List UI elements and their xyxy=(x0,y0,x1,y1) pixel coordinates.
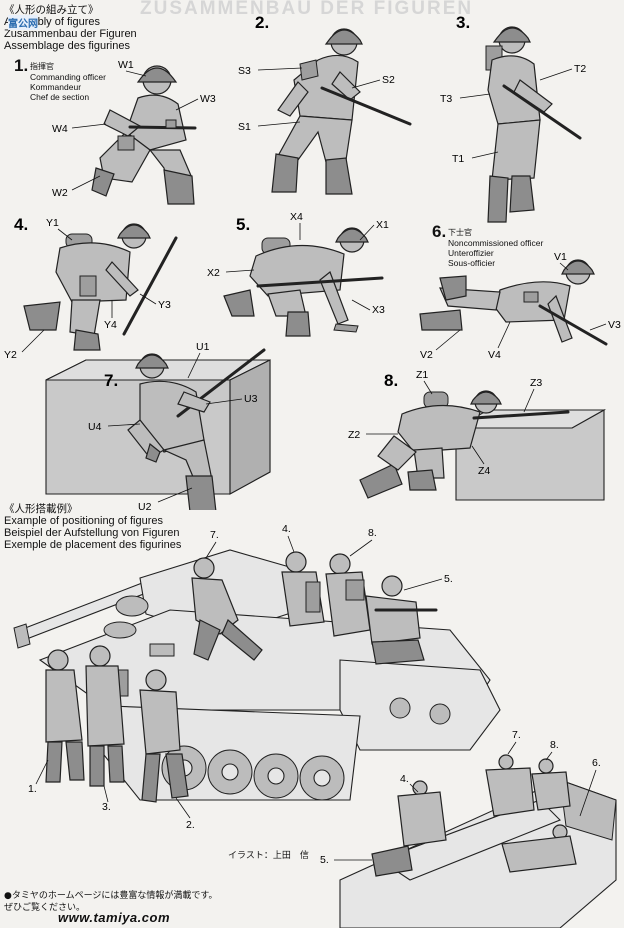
small-position-label-6: 6. xyxy=(592,757,601,769)
part-label-X1: X1 xyxy=(376,219,389,231)
illustration-credit: イラスト：上田 信 xyxy=(228,851,309,861)
position-label-3: 3. xyxy=(102,801,111,813)
part-label-U3: U3 xyxy=(244,393,258,405)
figure-8-ledge xyxy=(453,409,607,501)
figure-4-number: 4. xyxy=(14,215,28,234)
watermark: 富公网 xyxy=(8,15,38,30)
positioning-header-fr: Exemple de placement des figurines xyxy=(4,539,182,551)
figure-2-illustration xyxy=(271,28,412,195)
positioning-header-jp: 《人形搭載例》 xyxy=(4,503,78,515)
figure-6-role-fr: Sous-officier xyxy=(448,258,496,268)
figure-1-role-jp: 指揮官 xyxy=(30,62,54,71)
part-label-U2: U2 xyxy=(138,501,152,510)
part-label-V4: V4 xyxy=(488,349,501,361)
part-label-S2: S2 xyxy=(382,74,395,86)
positioning-header-en: Example of positioning of figures xyxy=(4,515,163,527)
figure-5-number: 5. xyxy=(236,215,250,234)
figure-3-illustration xyxy=(485,26,582,223)
part-label-U4: U4 xyxy=(88,421,102,433)
positioning-diagram: 7. 4. 8. 5. 1. 3. 2. 7. 8. 4. 6. 5. xyxy=(13,523,617,928)
figure-8-number: 8. xyxy=(384,371,398,390)
figure-7-illustration xyxy=(127,348,266,510)
part-label-Y1: Y1 xyxy=(46,217,59,229)
figure-1-illustration xyxy=(91,65,197,205)
part-label-Y3: Y3 xyxy=(158,299,171,311)
small-tank-illustration xyxy=(339,754,617,928)
figure-6-role-de: Unteroffizier xyxy=(448,248,494,258)
assembly-header-fr: Assemblage des figurines xyxy=(4,40,130,52)
part-label-Z1: Z1 xyxy=(416,369,428,381)
small-position-label-4: 4. xyxy=(400,773,409,785)
part-label-Y4: Y4 xyxy=(104,319,117,331)
figure-6-role-en: Noncommissioned officer xyxy=(448,238,544,248)
small-position-label-7: 7. xyxy=(512,729,521,741)
part-label-S1: S1 xyxy=(238,121,251,133)
figure-1-number: 1. xyxy=(14,56,29,75)
assembly-header-de: Zusammenbau der Figuren xyxy=(4,28,137,40)
mounted-soldiers xyxy=(45,551,438,803)
homepage-note: ●タミヤのホームページには豊富な情報が満載です。 ぜひご覧ください。 xyxy=(4,890,218,914)
website-url-link[interactable]: www.tamiya.com xyxy=(58,910,170,925)
top-band-text: ZUSAMMENBAU DER FIGUREN xyxy=(140,0,474,19)
part-label-W3: W3 xyxy=(200,93,216,105)
part-label-W4: W4 xyxy=(52,123,68,135)
part-label-W2: W2 xyxy=(52,187,68,199)
part-label-V1: V1 xyxy=(554,251,567,263)
assembly-diagram: W1 W3 W4 W2 2. S3 S2 S1 3. T2 T3 T1 xyxy=(4,13,621,510)
homepage-note-line-1: ●タミヤのホームページには豊富な情報が満載です。 xyxy=(4,891,218,901)
part-label-Z3: Z3 xyxy=(530,377,542,389)
part-label-Z4: Z4 xyxy=(478,465,490,477)
homepage-note-line-2: ぜひご覧ください。 xyxy=(4,903,86,913)
part-label-T3: T3 xyxy=(440,93,452,105)
figure-1-role: 指揮官 Commanding officer Kommandeur Chef d… xyxy=(30,62,106,102)
figure-8-illustration xyxy=(359,390,570,499)
position-label-8: 8. xyxy=(368,527,377,539)
figure-6-role-jp: 下士官 xyxy=(448,228,472,237)
figure-3-number: 3. xyxy=(456,13,470,32)
figure-6-role: 下士官 Noncommissioned officer Unteroffizie… xyxy=(448,228,543,268)
positioning-header-de: Beispiel der Aufstellung von Figuren xyxy=(4,527,180,539)
part-label-V3: V3 xyxy=(608,319,621,331)
figure-2-number: 2. xyxy=(255,13,269,32)
part-label-X2: X2 xyxy=(207,267,220,279)
figure-1-role-en: Commanding officer xyxy=(30,72,106,82)
figure-1-role-fr: Chef de section xyxy=(30,92,90,102)
part-label-V2: V2 xyxy=(420,349,433,361)
assembly-header-jp: 《人形の組み立て》 xyxy=(4,4,99,16)
part-label-X3: X3 xyxy=(372,304,385,316)
part-label-U1: U1 xyxy=(196,341,210,353)
figure-4-illustration xyxy=(23,223,178,351)
part-label-Y2: Y2 xyxy=(4,349,17,361)
part-label-T2: T2 xyxy=(574,63,586,75)
figure-7-number: 7. xyxy=(104,371,118,390)
position-label-2: 2. xyxy=(186,819,195,831)
position-label-5: 5. xyxy=(444,573,453,585)
part-label-T1: T1 xyxy=(452,153,464,165)
figure-6-number: 6. xyxy=(432,222,447,241)
part-label-W1: W1 xyxy=(118,59,134,71)
figure-5-illustration xyxy=(223,227,384,337)
position-label-4: 4. xyxy=(282,523,291,535)
part-label-X4: X4 xyxy=(290,211,303,223)
positioning-header: 《人形搭載例》 Example of positioning of figure… xyxy=(4,503,181,551)
part-label-S3: S3 xyxy=(238,65,251,77)
small-position-label-8: 8. xyxy=(550,739,559,751)
position-label-1: 1. xyxy=(28,783,37,795)
figure-6-illustration xyxy=(419,259,608,346)
position-label-7: 7. xyxy=(210,529,219,541)
figure-1-role-de: Kommandeur xyxy=(30,82,82,92)
part-label-Z2: Z2 xyxy=(348,429,360,441)
small-position-label-5: 5. xyxy=(320,854,329,866)
